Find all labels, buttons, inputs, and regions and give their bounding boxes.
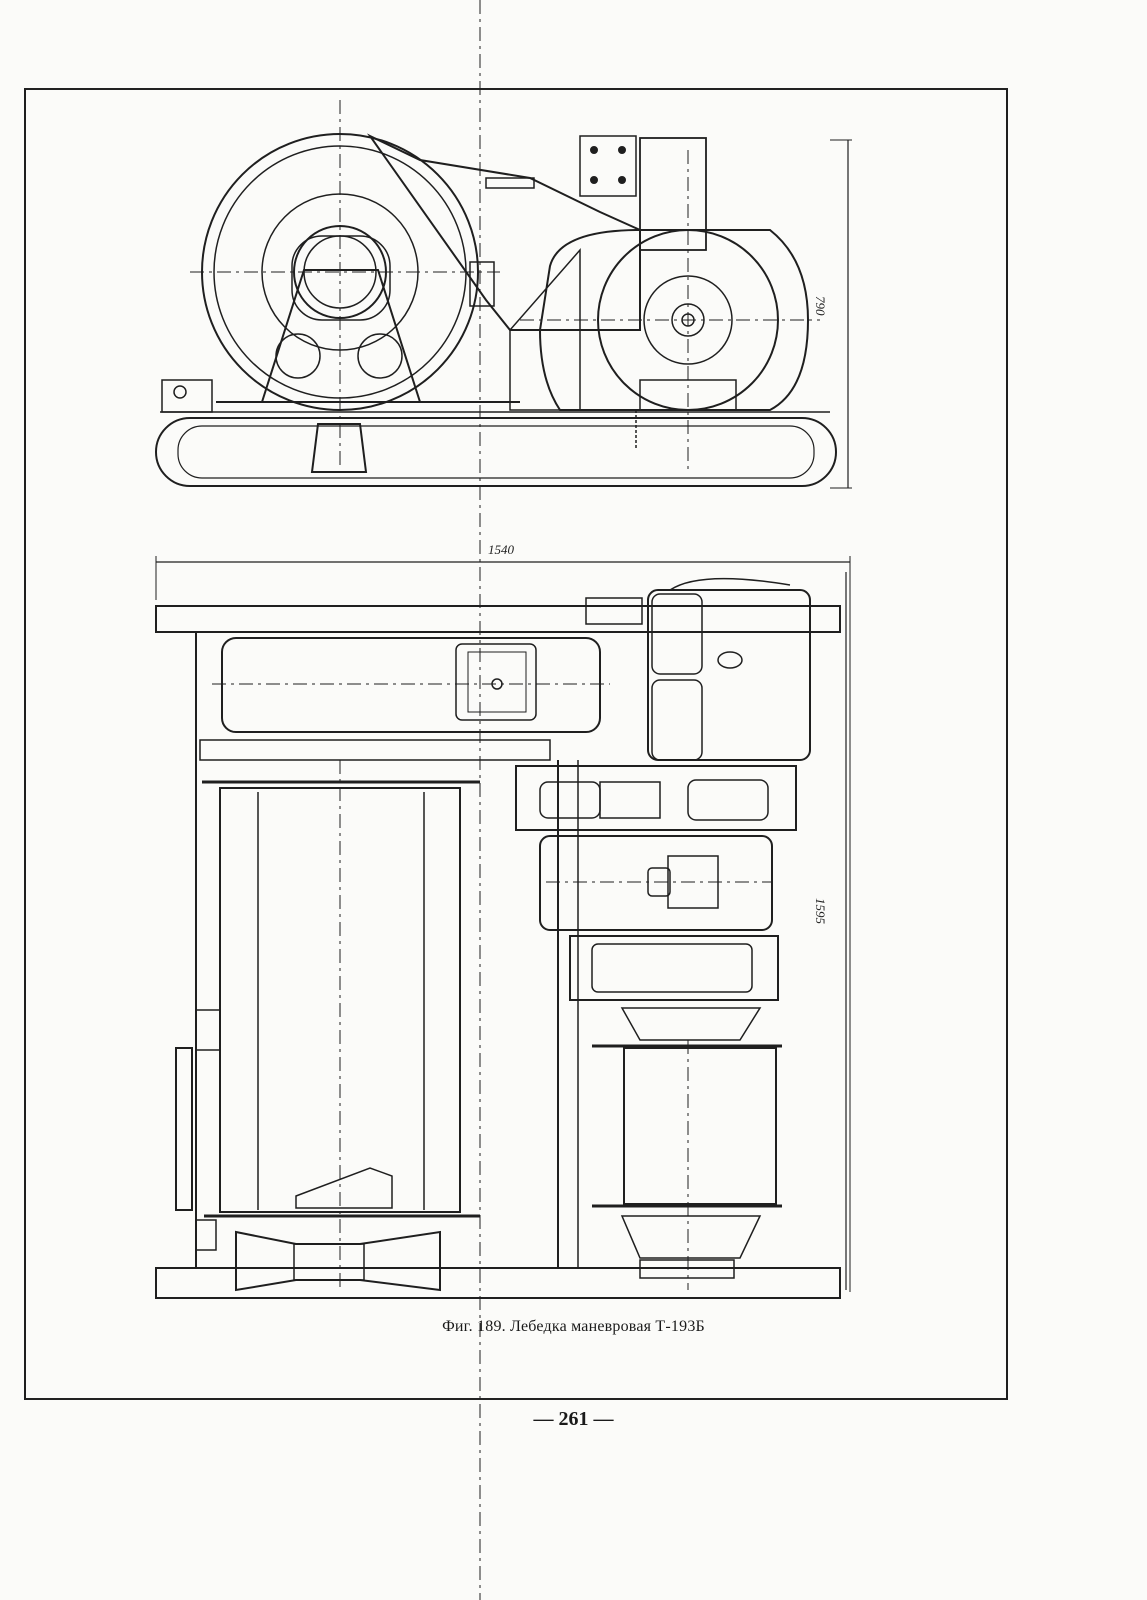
dimension-label-width: 1540 [488,542,514,557]
page-number: — 261 — [533,1408,614,1430]
frame-rail-bottom [155,1267,841,1299]
drum-housing [569,935,779,1001]
handle-rod [175,1047,193,1211]
motor-bracket [579,135,637,197]
gearbox-plan [221,637,601,733]
dimension-label-height: 790 [813,296,828,316]
brake-unit [515,765,797,831]
dimension-label-length: 1595 [813,898,828,924]
secondary-drum [623,1047,777,1205]
bearing-block [235,1230,441,1292]
side-view [155,100,852,489]
figure-caption: Фиг. 189. Лебедка маневровая Т-193Б [442,1318,705,1335]
plan-view [155,556,851,1299]
motor-body [538,229,810,411]
base-lug [310,423,368,473]
page-frame [24,88,1008,1400]
motor-plan [647,589,811,761]
skid-base [155,417,837,487]
frame-rail-top [155,605,841,633]
drum-stand [260,269,422,403]
secondary-gearbox [539,835,773,931]
